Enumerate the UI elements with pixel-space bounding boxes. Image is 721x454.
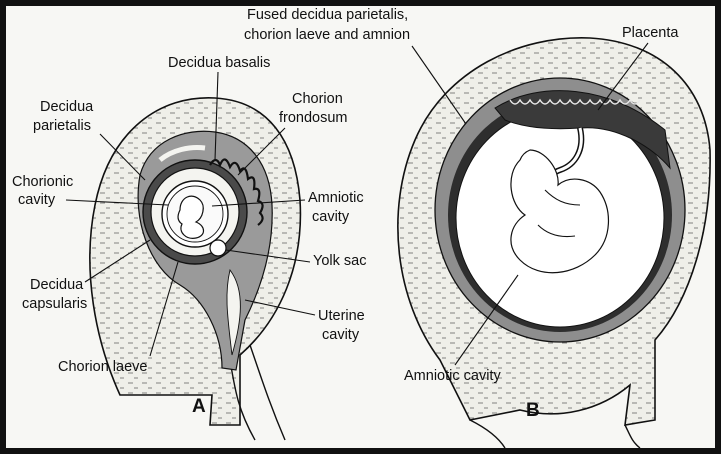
- label-uterine-cavity-2: cavity: [322, 327, 360, 343]
- label-chorion-frondosum-2: frondosum: [279, 110, 348, 126]
- label-uterine-cavity-1: Uterine: [318, 308, 365, 324]
- yolk-sac-a: [210, 240, 226, 256]
- label-amniotic-cavity-a-1: Amniotic: [308, 190, 364, 206]
- label-chorionic-cavity-1: Chorionic: [12, 174, 73, 190]
- label-decidua-capsularis-1: Decidua: [30, 277, 84, 293]
- panel-label-a: A: [192, 396, 206, 417]
- embryo-a: [178, 196, 204, 238]
- label-decidua-basalis: Decidua basalis: [168, 55, 270, 71]
- uterus-b-cervix: [470, 420, 640, 448]
- label-decidua-parietalis-1: Decidua: [40, 99, 94, 115]
- label-fused-2: chorion laeve and amnion: [244, 27, 410, 43]
- panel-label-b: B: [526, 400, 540, 421]
- figure-b-drawing: [398, 38, 710, 448]
- label-chorion-frondosum-1: Chorion: [292, 91, 343, 107]
- label-decidua-capsularis-2: capsularis: [22, 296, 87, 312]
- label-yolk-sac: Yolk sac: [313, 253, 366, 269]
- label-fused-1: Fused decidua parietalis,: [247, 7, 408, 23]
- label-chorionic-cavity-2: cavity: [18, 192, 56, 208]
- label-placenta: Placenta: [622, 25, 679, 41]
- figure-a-drawing: [90, 98, 301, 440]
- label-amniotic-cavity-a-2: cavity: [312, 209, 350, 225]
- label-decidua-parietalis-2: parietalis: [33, 118, 91, 134]
- label-amniotic-cavity-b: Amniotic cavity: [404, 368, 501, 384]
- label-chorion-laeve: Chorion laeve: [58, 359, 147, 375]
